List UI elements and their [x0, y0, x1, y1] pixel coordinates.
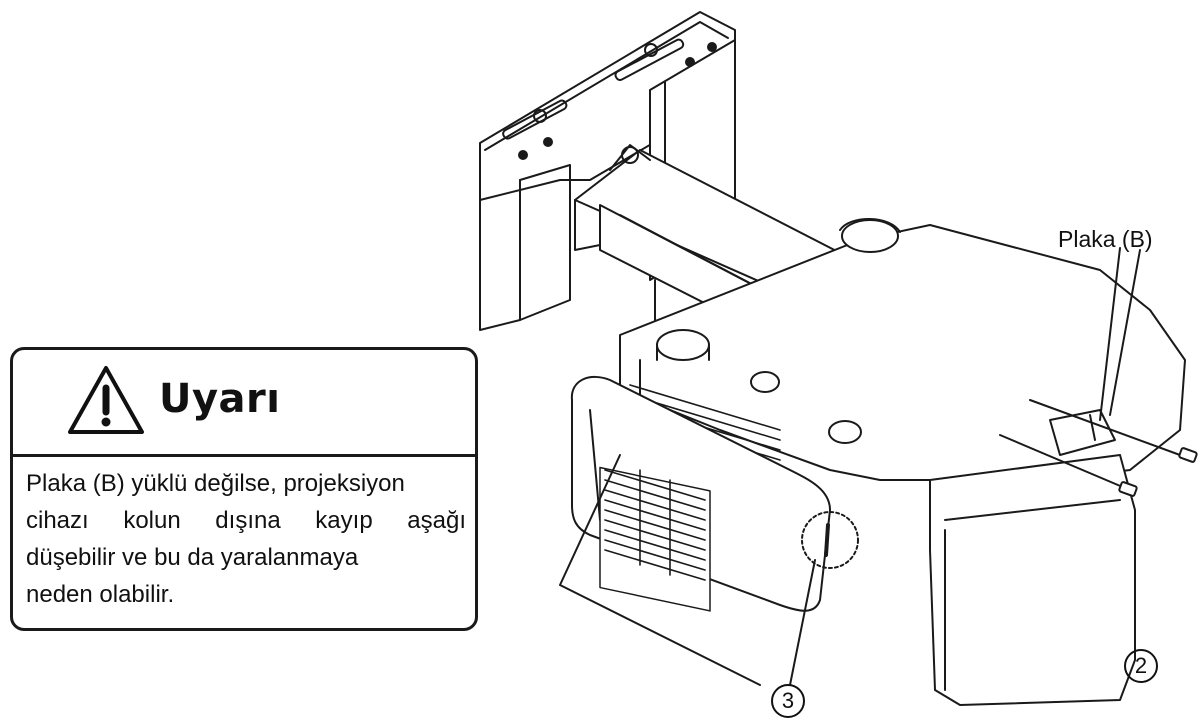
projector-body — [619, 218, 1186, 706]
callout-2: 2 — [1124, 649, 1158, 683]
plate-b-label: Plaka (B) — [1058, 226, 1153, 252]
warning-header: Uyarı — [13, 350, 475, 457]
front-cover — [570, 375, 859, 612]
warning-text: Plaka (B) yüklü değilse, projeksiyon cih… — [26, 465, 466, 613]
warning-title: Uyarı — [159, 376, 281, 422]
warning-line-2: cihazı kolun dışına kayıp aşağı — [26, 507, 466, 534]
warning-line-3: düşebilir ve bu da yaralanmaya — [26, 544, 359, 571]
callout-3: 3 — [771, 684, 805, 718]
warning-line-1: Plaka (B) yüklü değilse, projeksiyon — [26, 470, 405, 497]
screws — [999, 399, 1198, 497]
warning-box: Uyarı Plaka (B) yüklü değilse, projeksiy… — [10, 347, 478, 631]
warning-triangle-icon — [68, 366, 144, 434]
pointer-lines — [559, 247, 1141, 686]
warning-line-4: neden olabilir. — [26, 581, 175, 608]
